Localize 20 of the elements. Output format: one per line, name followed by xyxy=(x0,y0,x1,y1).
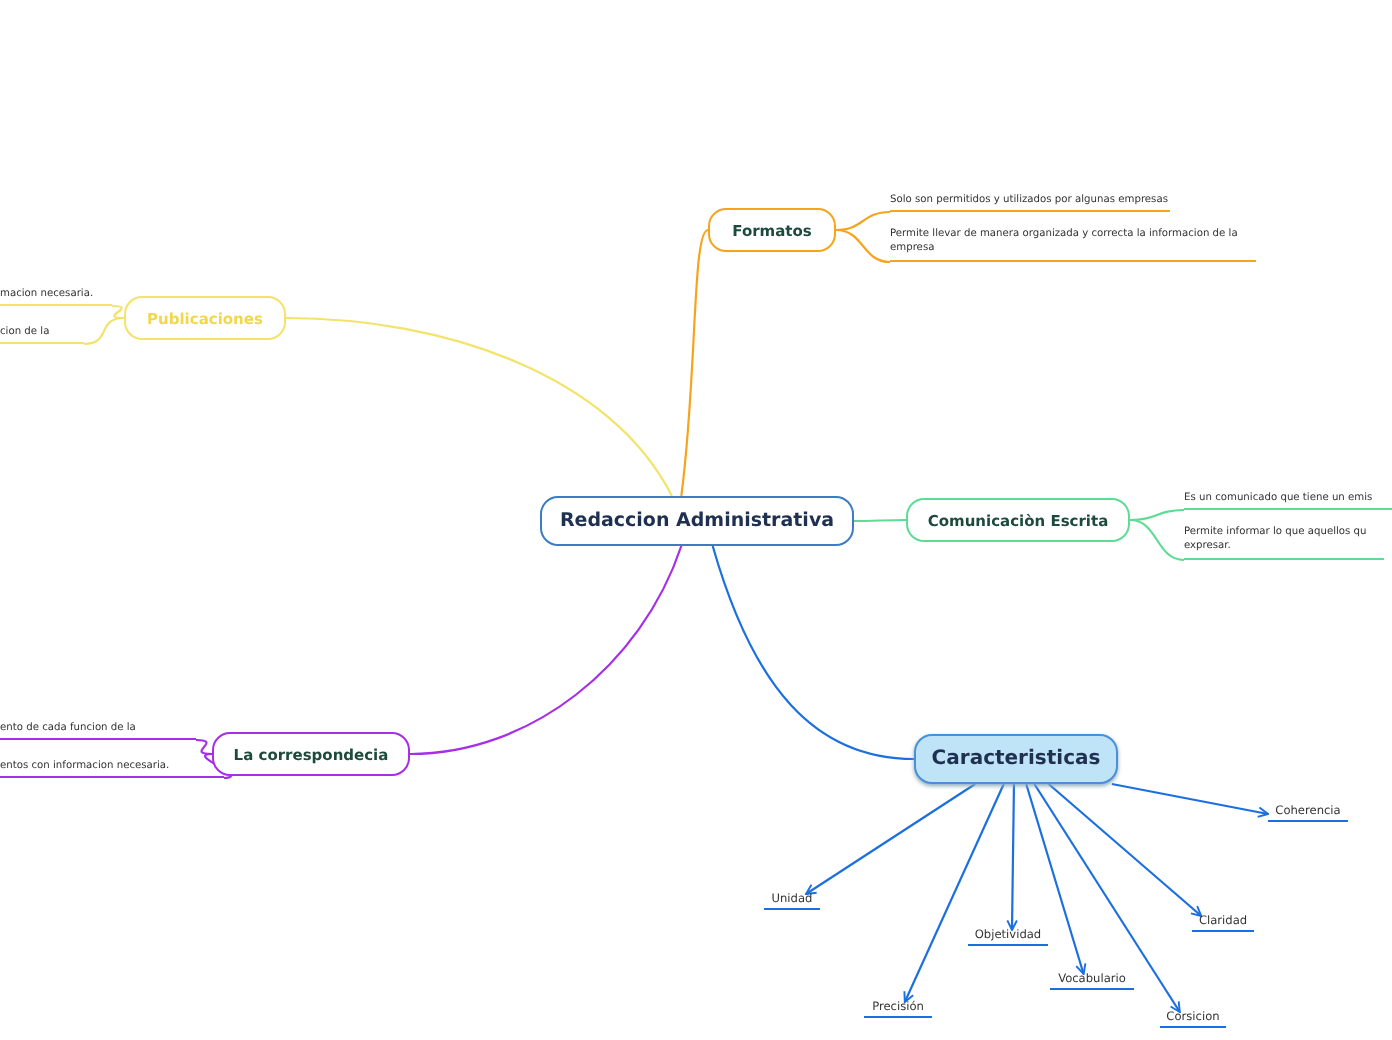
central-topic-box: Redaccion Administrativa xyxy=(540,496,854,546)
arrow xyxy=(1025,783,1087,975)
branch-line xyxy=(1129,518,1185,562)
arrow xyxy=(903,783,1005,1003)
branch-line xyxy=(111,304,125,320)
branch-line xyxy=(1129,508,1185,522)
branch-line xyxy=(711,545,915,761)
arrow xyxy=(1111,782,1269,818)
arrow xyxy=(805,783,976,895)
arrow xyxy=(1047,783,1203,917)
arrow xyxy=(1033,783,1181,1013)
branch-line xyxy=(285,316,673,497)
branch-line xyxy=(83,316,125,346)
branch-line xyxy=(835,228,891,264)
branch-line xyxy=(409,545,683,756)
arrow xyxy=(1006,784,1018,931)
branch-line xyxy=(854,518,906,523)
branch-line xyxy=(195,738,213,756)
branch-line xyxy=(680,229,709,497)
topic-box: Caracteristicas xyxy=(914,734,1118,784)
